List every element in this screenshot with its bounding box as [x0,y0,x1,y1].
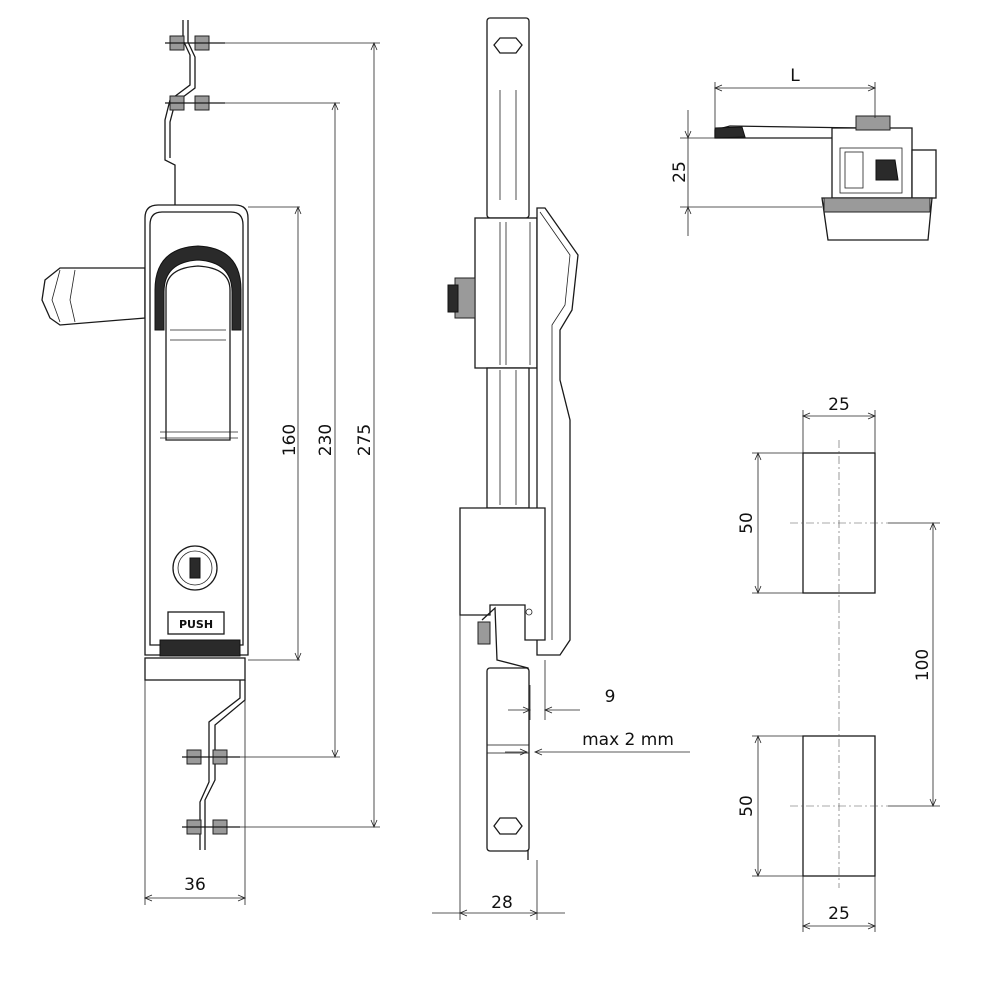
dim-cut-h-bottom: 50 [737,795,757,817]
key-slot [189,557,201,579]
base-plate [144,657,246,681]
upper-rod-bar [486,17,530,219]
side-lower-bolt [477,621,491,645]
dim-9: 9 [605,687,616,707]
side-lever [41,267,146,326]
dim-230: 230 [316,424,336,456]
dim-cut-w-top: 25 [828,395,850,415]
cutout-view: 25 50 100 50 25 [737,395,940,932]
front-view: PUSH 160 230 275 36 [41,20,380,905]
dim-max-2mm: max 2 mm [582,730,674,750]
side-rod-mid [486,367,530,509]
side-lower-block [459,507,546,641]
grip-body [165,265,231,441]
upper-rod-edge [169,20,196,158]
top-view: L 25 [670,66,937,241]
dim-160: 160 [280,424,300,456]
side-view: 9 max 2 mm 28 [432,17,690,920]
push-label: PUSH [179,618,213,631]
dim-cut-spacing: 100 [913,649,933,681]
top-nut [855,115,891,131]
dim-L: L [790,66,800,86]
push-button [167,611,225,635]
lower-rod-bar [486,667,530,852]
dim-275: 275 [355,424,375,456]
top-bolt [875,159,899,181]
dim-cut-h-top: 50 [737,512,757,534]
dim-28: 28 [491,893,513,913]
grip-top [154,245,242,331]
housing-base [159,639,241,657]
dim-25-height: 25 [670,161,690,183]
lower-hex-nut [493,817,523,835]
dim-36: 36 [184,875,206,895]
handle-profile [536,207,579,656]
dim-cut-w-bottom: 25 [828,904,850,924]
top-housing [831,127,913,199]
top-cylinder [911,149,937,199]
upper-hex-nut [493,37,523,54]
